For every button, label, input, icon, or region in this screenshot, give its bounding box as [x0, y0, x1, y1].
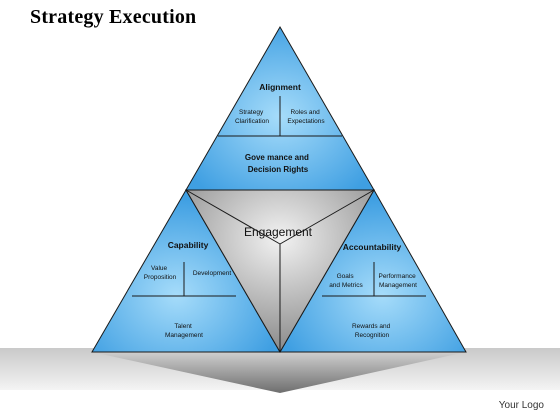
accountability-left: Goals and Metrics [329, 273, 363, 289]
alignment-title: Alignment [259, 82, 301, 92]
capability-dividers [132, 262, 236, 297]
alignment-right: Roles and Expectations [287, 109, 325, 125]
accountability-bottom: Rewards and Recognition [352, 323, 392, 339]
engagement-dividers [185, 189, 375, 352]
alignment-left: Strategy Clarification [235, 109, 269, 125]
capability-bottom: Talent Management [165, 323, 203, 339]
capability-left: Value Proposition [144, 265, 177, 281]
accountability-right: Performance Management [378, 273, 417, 289]
reflection-triangle [92, 352, 466, 393]
logo-placeholder: Your Logo [498, 400, 544, 411]
page-title: Strategy Execution [30, 6, 197, 28]
alignment-dividers [218, 96, 342, 137]
alignment-bottom: Gove mance and Decision Rights [245, 153, 311, 174]
capability-title: Capability [168, 240, 209, 250]
accountability-title: Accountability [343, 242, 402, 252]
center-label: Engagement [244, 225, 313, 239]
capability-right: Development [193, 270, 231, 277]
accountability-dividers [322, 262, 426, 297]
